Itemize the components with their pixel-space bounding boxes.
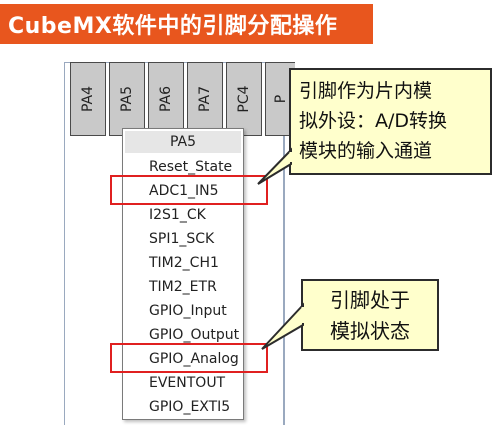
menu-header: PA5 (125, 131, 241, 153)
callout-line: 拟外设：A/D转换 (299, 110, 448, 132)
pin-label: PA6 (158, 85, 174, 113)
pin-pc4[interactable]: PC4 (226, 62, 262, 136)
menu-item-i2s1-ck[interactable]: I2S1_CK (149, 207, 206, 223)
callout-tail-top (257, 147, 293, 185)
menu-item-eventout[interactable]: EVENTOUT (149, 375, 226, 391)
pin-row: PA4 PA5 PA6 PA7 PC4 P (70, 62, 298, 136)
menu-item-gpio-input[interactable]: GPIO_Input (149, 303, 227, 319)
menu-item-gpio-output[interactable]: GPIO_Output (149, 327, 240, 343)
callout-line: 引脚处于 (330, 288, 410, 312)
pin-label: PA4 (80, 85, 96, 113)
pin-label: PA5 (119, 85, 135, 113)
pin-pa7[interactable]: PA7 (187, 62, 223, 136)
pin-pa5[interactable]: PA5 (109, 62, 145, 136)
menu-item-tim2-etr[interactable]: TIM2_ETR (149, 279, 217, 295)
pin-pa6[interactable]: PA6 (148, 62, 184, 136)
callout-tail-bottom (261, 302, 305, 350)
highlight-gpio-analog (110, 343, 268, 373)
pin-label: P (272, 94, 289, 104)
callout-analog-state: 引脚处于 模拟状态 (301, 279, 439, 351)
page-title: CubeMX软件中的引脚分配操作 (0, 4, 373, 44)
callout-adc-input: 引脚作为片内模 拟外设：A/D转换 模块的输入通道 (289, 68, 492, 175)
pin-label: PC4 (236, 85, 252, 113)
pin-label: PA7 (197, 85, 213, 113)
callout-line: 模块的输入通道 (299, 140, 433, 162)
callout-line: 模拟状态 (330, 319, 410, 343)
menu-item-reset-state[interactable]: Reset_State (149, 159, 233, 175)
chip-divider (283, 63, 285, 425)
callout-line: 引脚作为片内模 (299, 80, 433, 102)
menu-item-spi1-sck[interactable]: SPI1_SCK (149, 231, 215, 247)
menu-item-gpio-analog[interactable]: GPIO_Analog (149, 351, 239, 367)
pin-pa4[interactable]: PA4 (70, 62, 106, 136)
menu-item-adc1-in5[interactable]: ADC1_IN5 (149, 183, 219, 199)
pin-function-menu: PA5 Reset_State ADC1_IN5 I2S1_CK SPI1_SC… (122, 128, 244, 420)
highlight-adc1-in5 (110, 175, 268, 205)
menu-item-gpio-exti5[interactable]: GPIO_EXTI5 (149, 399, 231, 415)
menu-item-tim2-ch1[interactable]: TIM2_CH1 (149, 255, 219, 271)
